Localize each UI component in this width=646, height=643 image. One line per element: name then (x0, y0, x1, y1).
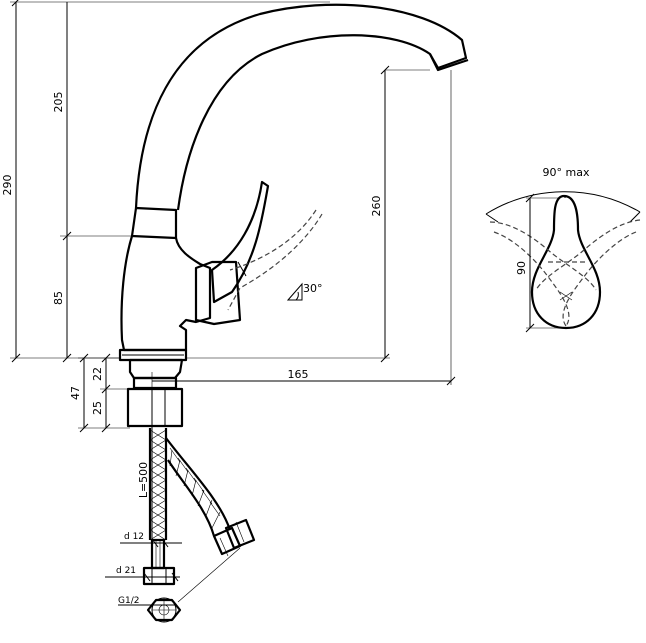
label-hose-diameter: d 12 (124, 532, 144, 542)
faucet-body (118, 3, 469, 428)
handle-view (485, 191, 641, 333)
label-shank-upper: 22 (91, 367, 104, 381)
label-body-height: 85 (52, 291, 65, 305)
label-total-height: 290 (1, 175, 14, 196)
label-outlet-height: 260 (370, 196, 383, 217)
dimension-labels: 290 205 85 260 165 47 22 25 L=500 d 12 d… (1, 92, 590, 607)
label-reach: 165 (288, 368, 309, 381)
label-shank-lower: 25 (91, 401, 104, 415)
label-lever-angle: 30° (303, 282, 323, 295)
label-spout-height: 205 (52, 92, 65, 113)
hoses (142, 428, 256, 623)
label-shank-total: 47 (69, 386, 82, 400)
label-nut-diameter: d 21 (116, 566, 136, 576)
label-thread: G1/2 (118, 596, 139, 606)
label-rotation: 90° max (543, 166, 590, 179)
label-handle-height: 90 (515, 261, 528, 275)
label-hose-length: L=500 (137, 462, 150, 498)
angle-marker (286, 282, 303, 301)
dimension-lines (10, 0, 456, 606)
